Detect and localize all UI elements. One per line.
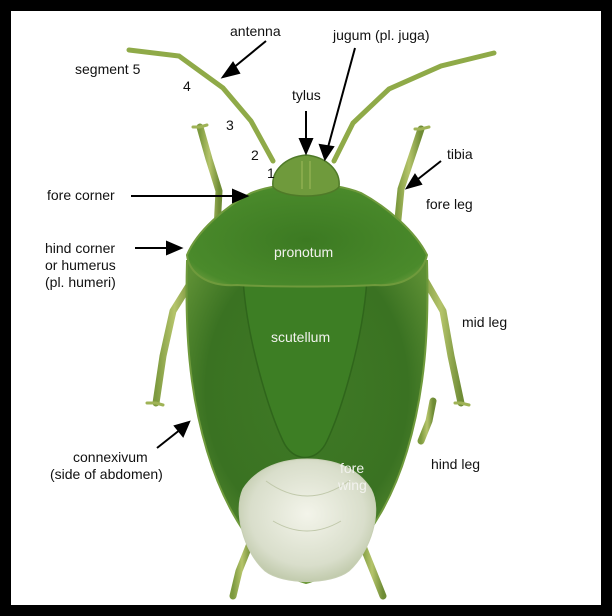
- antennae: [129, 50, 494, 161]
- segment-number-4: 4: [183, 78, 191, 94]
- label-fore-wing-line2: wing: [338, 477, 367, 494]
- label-fore-leg: fore leg: [426, 196, 473, 213]
- left-antenna: [129, 50, 273, 161]
- diagram-panel: antenna jugum (pl. juga) segment 5 tylus…: [11, 11, 601, 605]
- pronotum-shape: [187, 184, 427, 287]
- label-tylus: tylus: [292, 87, 321, 104]
- label-fore-corner: fore corner: [47, 187, 115, 204]
- head: [273, 155, 339, 196]
- segment-number-2: 2: [251, 147, 259, 163]
- label-connexivum-line2: (side of abdomen): [50, 466, 163, 483]
- right-hind-leg-upper: [421, 401, 433, 441]
- label-tibia: tibia: [447, 146, 473, 163]
- label-jugum: jugum (pl. juga): [333, 27, 430, 44]
- label-hind-corner-line2: or humerus: [45, 257, 116, 274]
- segment-number-3: 3: [226, 117, 234, 133]
- label-scutellum: scutellum: [271, 329, 330, 346]
- label-antenna: antenna: [230, 23, 281, 40]
- segment-number-1: 1: [267, 165, 275, 181]
- label-hind-leg: hind leg: [431, 456, 480, 473]
- label-mid-leg: mid leg: [462, 314, 507, 331]
- label-hind-corner-line1: hind corner: [45, 240, 115, 257]
- label-fore-wing-line1: fore: [340, 460, 364, 477]
- label-connexivum-line1: connexivum: [73, 449, 148, 466]
- label-hind-corner-line3: (pl. humeri): [45, 274, 116, 291]
- label-pronotum: pronotum: [274, 244, 333, 261]
- label-segment-5: segment 5: [75, 61, 140, 78]
- left-fore-leg: [200, 127, 219, 229]
